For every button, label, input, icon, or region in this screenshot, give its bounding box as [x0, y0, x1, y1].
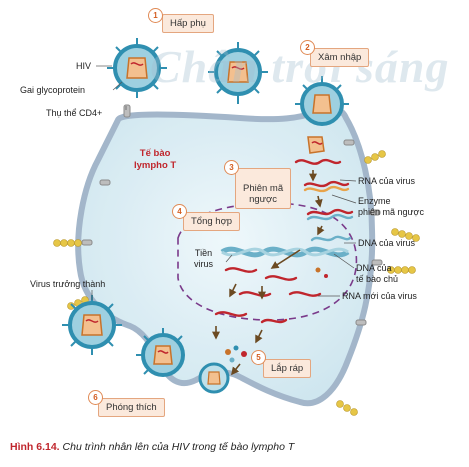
- virus-free-1: [107, 38, 167, 98]
- virus-adsorbing: [208, 42, 268, 104]
- virus-entering: [295, 76, 349, 126]
- label-rna-virus: RNA của virus: [358, 176, 416, 186]
- step-3-number: 3: [224, 160, 239, 175]
- step-4-number: 4: [172, 204, 187, 219]
- step-3-box: Phiên mã ngược: [235, 168, 292, 209]
- host-dna-helix: [220, 246, 350, 258]
- label-cd4-receptor: Thụ thể CD4+: [46, 108, 103, 118]
- lymphocyte-cell-membrane: [75, 105, 376, 407]
- label-mature-virus: Virus trưởng thành: [30, 279, 106, 289]
- step-5-number: 5: [251, 350, 266, 365]
- process-arrows: [212, 170, 325, 376]
- step-1-number: 1: [148, 8, 163, 23]
- step-2-number: 2: [300, 40, 315, 55]
- step-4-label: Tổng hợp: [191, 216, 233, 227]
- capsid-uncoating: [307, 136, 325, 154]
- virus-mature: [62, 295, 122, 355]
- figure-caption-text: Chu trình nhân lên của HIV trong tế bào …: [62, 441, 295, 453]
- watermark-text: Chân trời sáng: [150, 41, 450, 92]
- step-1-label: Hấp phụ: [170, 18, 206, 29]
- label-dna-virus: DNA của virus: [358, 238, 416, 248]
- step-4-box: Tổng hợp: [183, 212, 241, 231]
- label-reverse-transcriptase: Enzyme phiên mã ngược: [358, 196, 424, 217]
- leader-lines: [91, 65, 357, 300]
- step-6-box: Phóng thích: [98, 398, 165, 417]
- step-5-label: Lắp ráp: [271, 363, 304, 374]
- virus-assembling: [198, 362, 230, 394]
- label-provirus: Tiền virus: [194, 248, 214, 269]
- step-6-number: 6: [88, 390, 103, 405]
- step-1-box: Hấp phụ: [162, 14, 214, 33]
- label-glycoprotein: Gai glycoprotein: [20, 85, 86, 95]
- label-new-viral-rna: RNA mới của virus: [342, 291, 417, 301]
- step-3-label: Phiên mã ngược: [243, 183, 284, 205]
- label-lymphocyte-cell: Tế bào lympho T: [134, 148, 177, 171]
- figure-number: Hình 6.14.: [10, 441, 60, 453]
- step-6-label: Phóng thích: [106, 402, 157, 413]
- figure-caption: Hình 6.14. Chu trình nhân lên của HIV tr…: [10, 441, 294, 453]
- step-2-box: Xâm nhập: [310, 48, 370, 67]
- protein-fragments: [225, 267, 328, 363]
- step-2-label: Xâm nhập: [318, 52, 362, 63]
- step-5-box: Lắp ráp: [263, 359, 312, 378]
- nucleic-acid-strands: [214, 158, 354, 324]
- virus-budding: [136, 328, 185, 377]
- cd4-receptors: [81, 100, 383, 326]
- label-host-dna: DNA của tế bào chủ: [356, 263, 399, 284]
- label-hiv: HIV: [76, 61, 92, 71]
